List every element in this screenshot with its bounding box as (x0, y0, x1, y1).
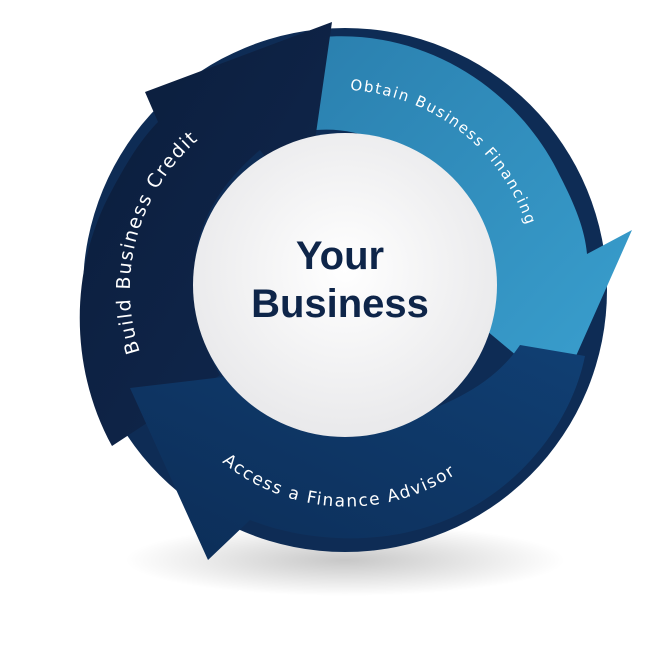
center-circle (193, 133, 497, 437)
arrow-build-credit (79, 22, 332, 446)
arrow-access-advisor (130, 345, 585, 560)
center-title-line1: Your (295, 234, 385, 278)
center-title-line2: Business (251, 282, 429, 326)
center-title: Your Business (190, 232, 490, 328)
ring-shadow (125, 524, 565, 596)
